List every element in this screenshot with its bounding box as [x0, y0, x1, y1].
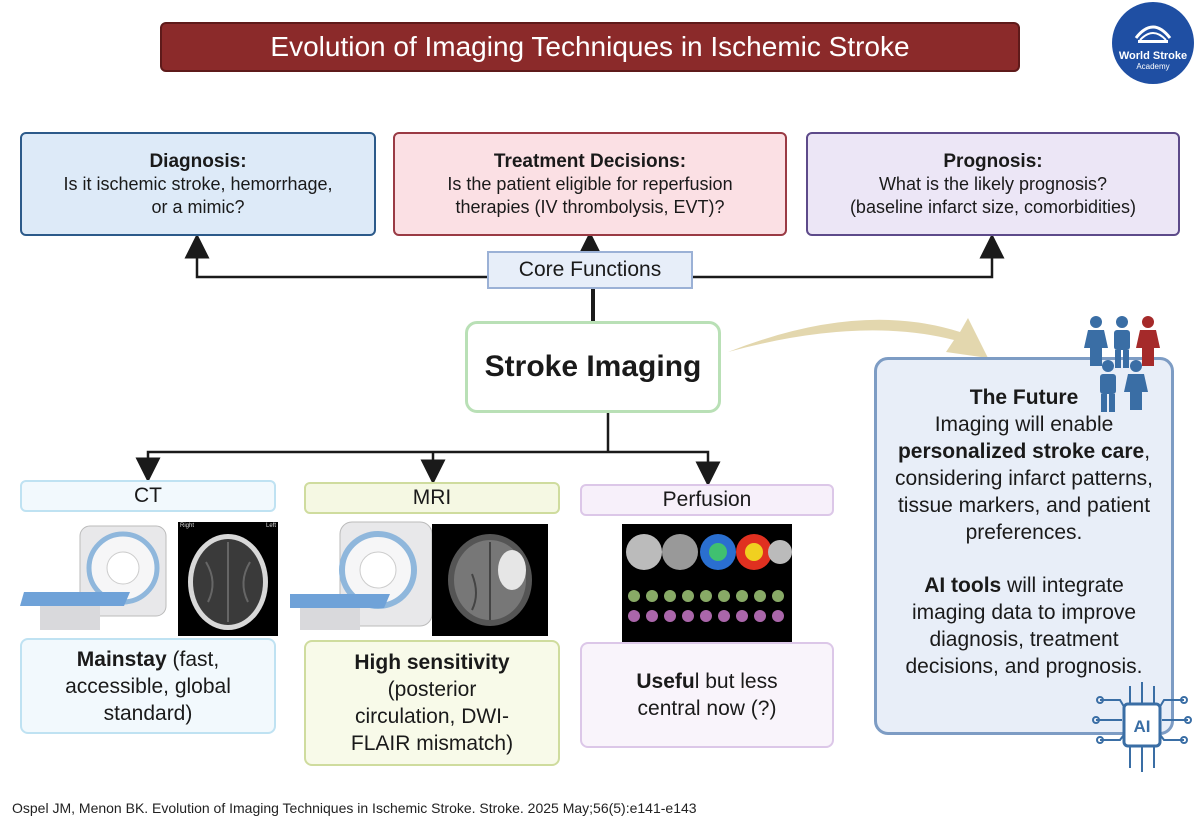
diagnosis-heading: Diagnosis: [149, 150, 247, 172]
mri-scanner-illustration [290, 521, 433, 630]
future-arrow [728, 318, 988, 358]
logo-text-2: Academy [1136, 62, 1170, 71]
ai-chip-icon: AI [1092, 682, 1192, 772]
diagnosis-card: Diagnosis: Is it ischemic stroke, hemorr… [20, 132, 376, 236]
prognosis-line-2: (baseline infarct size, comorbidities) [849, 196, 1137, 217]
logo-text-1: World Stroke [1118, 50, 1188, 62]
world-stroke-academy-logo: World Stroke Academy [1112, 2, 1194, 84]
ct-scan-left-label: Left [265, 523, 276, 529]
ct-scanner-illustration [20, 525, 167, 630]
treatment-heading: Treatment Decisions: [493, 150, 687, 172]
ct-desc-line-3: standard) [103, 701, 193, 725]
mri-brain-scan [432, 524, 548, 636]
perfusion-label: Perfusion [580, 484, 834, 516]
perfusion-description: Useful but less central now (?) [580, 642, 834, 748]
diagnosis-line-1: Is it ischemic stroke, hemorrhage, [63, 173, 333, 194]
diagnosis-line-2: or a mimic? [151, 196, 245, 217]
future-p1-b: , considering infarct patterns, tissue m… [895, 440, 1153, 544]
prognosis-card: Prognosis: What is the likely prognosis?… [806, 132, 1180, 236]
ct-desc-bold: Mainstay [76, 647, 167, 671]
people-icon [1084, 316, 1160, 412]
ct-desc-line-2: accessible, global [65, 674, 231, 698]
ct-desc-rest: (fast, [166, 647, 220, 671]
stroke-imaging-box: Stroke Imaging [465, 321, 721, 413]
perfusion-maps-panel [622, 524, 792, 642]
future-box: The Future Imaging will enable personali… [874, 357, 1174, 735]
treatment-card: Treatment Decisions: Is the patient elig… [393, 132, 787, 236]
perfusion-desc-bold: Usefu [636, 670, 695, 693]
ct-label: CT [20, 480, 276, 512]
prognosis-line-1: What is the likely prognosis? [878, 173, 1108, 194]
mri-desc-line-2: (posterior [387, 678, 477, 701]
ct-scan-right-label: Right [180, 523, 195, 529]
citation: Ospel JM, Menon BK. Evolution of Imaging… [12, 800, 697, 816]
mri-desc-line-3: circulation, DWI- [354, 705, 510, 728]
perfusion-desc-line-2: central now (?) [637, 697, 777, 720]
mri-description: High sensitivity (posterior circulation,… [304, 640, 560, 766]
mri-desc-bold: High sensitivity [354, 651, 510, 674]
ct-brain-scan: Right Left [178, 522, 278, 636]
book-globe-icon [1134, 25, 1172, 43]
perfusion-desc-rest: l but less [694, 670, 778, 693]
prognosis-heading: Prognosis: [943, 150, 1043, 172]
ct-description: Mainstay (fast, accessible, global stand… [20, 638, 276, 734]
future-p1-bold: personalized stroke care [897, 440, 1145, 463]
future-heading: The Future [969, 386, 1079, 409]
future-p2-rest: will integrate imaging data to improve d… [905, 574, 1143, 678]
ai-chip-label: AI [1134, 717, 1151, 736]
future-p1-a: Imaging will enable [934, 413, 1114, 436]
treatment-line-1: Is the patient eligible for reperfusion [447, 173, 733, 194]
core-functions-box: Core Functions [487, 251, 693, 289]
future-p2-bold: AI tools [924, 574, 1002, 597]
mri-desc-line-4: FLAIR mismatch) [350, 732, 514, 755]
mri-label: MRI [304, 482, 560, 514]
treatment-line-2: therapies (IV thrombolysis, EVT)? [455, 196, 725, 217]
page-title: Evolution of Imaging Techniques in Ische… [160, 22, 1020, 72]
